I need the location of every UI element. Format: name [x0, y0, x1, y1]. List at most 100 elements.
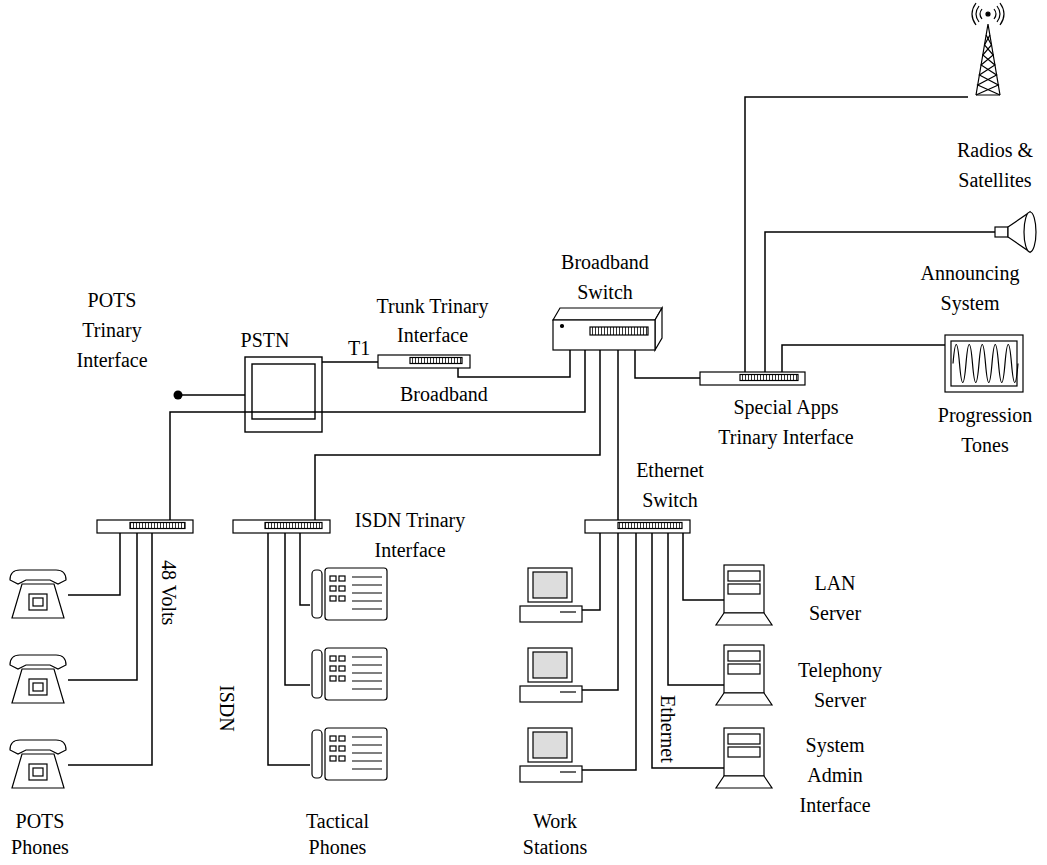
interface-devices-part: [410, 358, 462, 364]
interface-devices-part: [585, 520, 690, 533]
workstations-part: [528, 728, 572, 762]
broadband-switch-box-part: [553, 308, 662, 320]
connector: [617, 350, 619, 520]
connector: [683, 533, 724, 600]
tactical-phones-part: [330, 586, 336, 591]
tactical-phones-part: [339, 746, 345, 751]
radio-tower-part: [994, 3, 1004, 25]
broadband-switch-box-part: [655, 308, 662, 350]
interface-node: ISDN Trinary Interface: [233, 520, 330, 533]
pots-phones-part: [33, 598, 43, 606]
tactical-phones-part: [330, 576, 336, 581]
tactical-phones-part: [330, 736, 336, 741]
tactical-phones-part: [312, 730, 322, 778]
workstation-group: Work Stations: [520, 568, 582, 782]
switch-node: Ethernet Switch: [585, 520, 690, 533]
interface-devices-part: [233, 520, 330, 533]
tactical-phones-part: [339, 676, 345, 681]
tactical-phones-part: [339, 576, 345, 581]
node-label: Work Stations: [510, 808, 600, 860]
connector: [635, 350, 700, 378]
server-towers-part: [724, 645, 764, 693]
oscilloscope: [945, 335, 1023, 392]
tactical-phones-part: [330, 756, 336, 761]
branch-wires-part: [300, 533, 310, 605]
node-label: ISDN Trinary Interface: [330, 505, 490, 565]
broadband-switch-box: [553, 308, 662, 350]
line-type-label: Broadband: [400, 383, 488, 405]
broadband-switch-box-part: [553, 320, 655, 350]
pots-phones-part: [10, 655, 66, 669]
interface-node: Trunk Trinary Interface: [378, 355, 470, 368]
radio-tower-part: [976, 24, 1000, 95]
tactical-phones-part: [312, 570, 322, 618]
tactical-phones-part: [352, 737, 382, 769]
server-towers: [716, 565, 772, 788]
phone-group: POTS Phones: [8, 568, 68, 793]
pots-phones-part: [10, 570, 66, 584]
server-towers-part: [724, 728, 764, 776]
server-towers-part: [728, 651, 760, 661]
connector: [458, 350, 570, 377]
tactical-phones-part: [339, 736, 345, 741]
oscilloscope-part: [953, 345, 1018, 383]
server-towers-part: [716, 776, 772, 788]
tactical-phones-part: [330, 746, 336, 751]
server-towers-part: [716, 693, 772, 705]
workstations-part: [520, 766, 582, 782]
branch-wires-part: [68, 533, 120, 595]
server-towers-part: [724, 565, 764, 613]
branch-wires-part: [582, 533, 618, 690]
pstn-box: [245, 357, 322, 432]
pots-phones-part: [10, 740, 66, 754]
pots-phones-part: [33, 683, 43, 691]
tactical-phones-part: [352, 577, 382, 609]
branch-wires-part: [285, 533, 310, 685]
interface-devices-part: [130, 523, 185, 529]
branch-wires-part: [582, 533, 600, 610]
speaker-node: Announcing System: [995, 208, 1038, 256]
pots-phones-part: [12, 754, 64, 788]
server-towers-part: [728, 734, 760, 744]
radio-tower: [972, 3, 1004, 95]
node-label: System Admin Interface: [795, 730, 875, 820]
pstn-node: PSTN: [245, 357, 322, 432]
pots-phones-part: [12, 584, 64, 618]
connector: [170, 350, 585, 520]
speaker-horn-part: [995, 227, 1008, 237]
tone-node: Progression Tones: [945, 335, 1023, 392]
server-node: LAN Server: [724, 565, 764, 625]
connector: [268, 533, 310, 765]
server-towers-part: [728, 571, 760, 581]
node-label: Ethernet Switch: [625, 455, 715, 515]
workstations-part: [560, 771, 576, 772]
radio-tower-part: [978, 35, 1000, 95]
phone-group: Tactical Phones: [310, 565, 390, 785]
workstations-part: [533, 572, 567, 598]
broadband-switch-box-part: [590, 327, 648, 335]
tactical-phones-part: [330, 676, 336, 681]
pstn-box-part: [245, 357, 322, 432]
connector: [668, 533, 724, 685]
pots-phones: [10, 570, 66, 788]
node-label: Progression Tones: [930, 400, 1040, 460]
connector: [745, 97, 968, 372]
node-label: Broadband Switch: [555, 247, 655, 307]
workstations-part: [520, 606, 582, 622]
server-node: System Admin Interface: [724, 728, 764, 788]
broadband-switch-box-part: [561, 325, 564, 328]
branch-wires-part: [68, 533, 137, 680]
tactical-phones-part: [339, 596, 345, 601]
workstations-part: [520, 686, 582, 702]
interface-devices-part: [618, 523, 682, 529]
tactical-phones-part: [339, 756, 345, 761]
tactical-phones-part: [312, 650, 322, 698]
interface-node: POTS Trinary Interface: [97, 520, 193, 533]
radio-node: Radios & Satellites: [968, 5, 1008, 97]
trunk-line: [174, 391, 246, 400]
tactical-phones-part: [325, 728, 387, 780]
server-towers-part: [728, 747, 760, 757]
workstations-part: [533, 732, 567, 758]
